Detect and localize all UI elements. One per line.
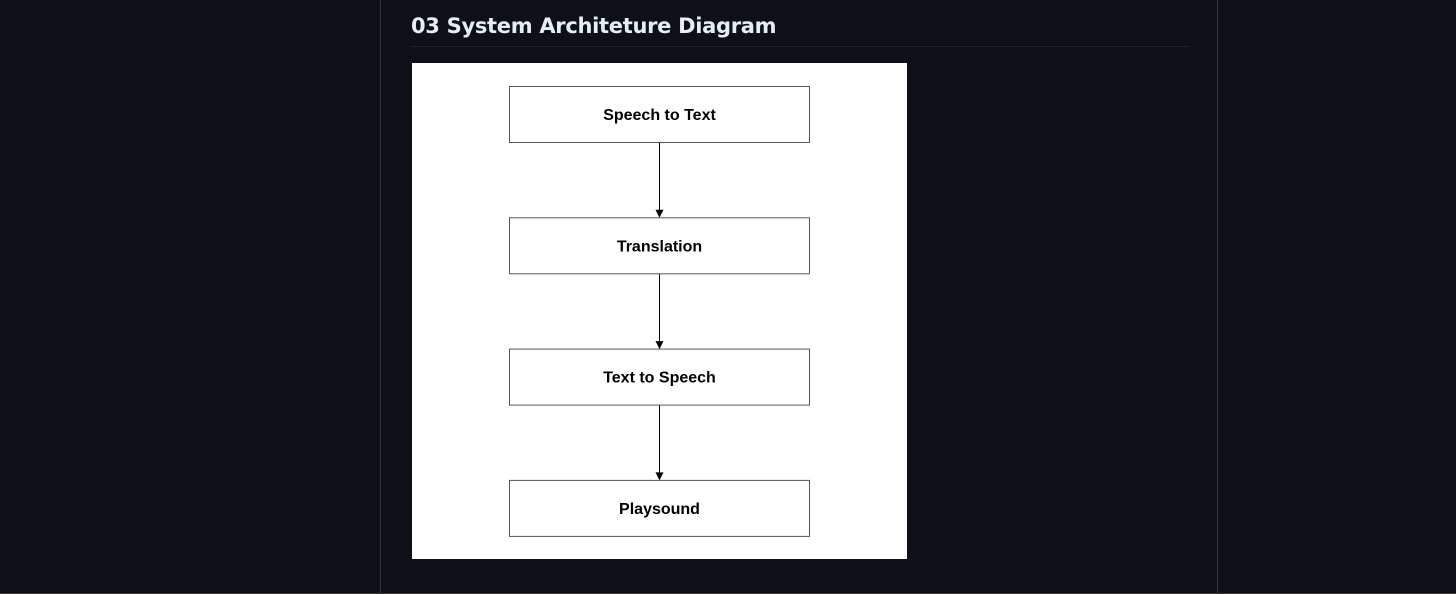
node-box [509,348,810,406]
content-column: 03 System Architeture Diagram Speech to … [380,0,1218,594]
node-box [509,479,810,537]
node-label: Playsound [619,501,700,518]
diagram-node-stt: Speech to Text [509,86,810,143]
arrowhead-icon [655,472,664,481]
section-heading: 03 System Architeture Diagram [411,14,777,38]
node-label: Text to Speech [603,370,716,387]
diagram-node-tts: Text to Speech [509,348,810,406]
node-box [509,217,810,275]
arrowhead-icon [655,209,664,218]
node-label: Translation [617,238,702,255]
arrowhead-icon [655,341,664,350]
node-box [509,86,810,143]
diagram-node-translation: Translation [509,217,810,275]
node-label: Speech to Text [603,107,716,124]
heading-divider [411,46,1189,47]
diagram-node-playsound: Playsound [509,479,810,537]
